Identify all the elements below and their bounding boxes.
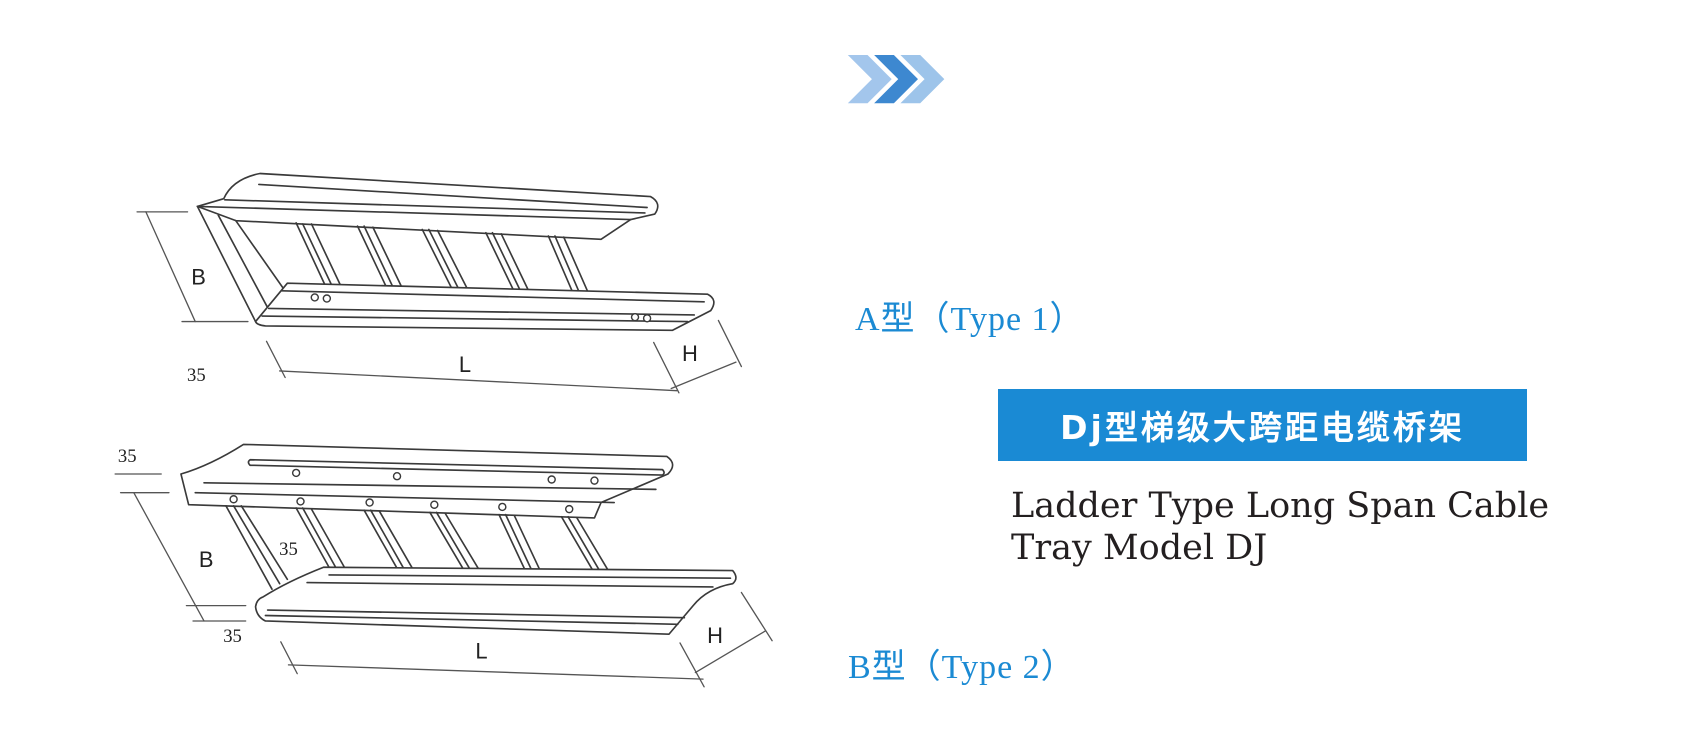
rung xyxy=(295,222,341,286)
rungs xyxy=(295,222,589,293)
dimension-l-label: L xyxy=(475,638,487,663)
front-rail xyxy=(254,566,737,635)
dimension-line xyxy=(265,340,286,379)
dimension-line xyxy=(717,319,743,368)
chevron-icon xyxy=(874,55,918,104)
back-rail-edge xyxy=(194,491,616,504)
dimension-offset-rung-label: 35 xyxy=(279,539,298,560)
bolt-hole xyxy=(392,471,402,481)
dimension-offset-bottom-label: 35 xyxy=(223,626,242,647)
type-2-label: B型（Type 2） xyxy=(848,649,1076,686)
rung xyxy=(356,225,403,288)
dimension-line xyxy=(694,630,767,674)
bolt-hole xyxy=(630,312,640,322)
bolt-hole xyxy=(498,502,507,512)
back-rail-outline xyxy=(180,443,674,519)
chevron-icon xyxy=(847,55,892,104)
dimension-lines xyxy=(114,473,773,688)
end-bar-edge xyxy=(217,214,271,313)
dimension-h-label: H xyxy=(707,623,723,648)
dimension-line xyxy=(653,341,680,394)
end-bar xyxy=(225,504,289,590)
dimension-line xyxy=(287,664,704,680)
bolt-hole xyxy=(310,293,319,302)
product-title-en-line: Tray Model DJ xyxy=(1011,528,1268,568)
end-bar-edge xyxy=(225,504,273,590)
dimension-line xyxy=(280,641,298,675)
end-bar-edge xyxy=(240,504,289,581)
bolt-hole xyxy=(365,498,374,507)
product-title-en: Ladder Type Long Span Cable Tray Model D… xyxy=(1011,485,1549,569)
back-rail-edge xyxy=(196,205,632,221)
rung xyxy=(429,511,480,570)
rung xyxy=(498,513,541,571)
bolt-hole xyxy=(547,475,556,484)
front-rail-outline xyxy=(254,282,715,332)
dimension-line xyxy=(679,642,705,688)
bolt-hole xyxy=(590,476,599,485)
end-bar xyxy=(196,205,289,323)
front-rail-edge xyxy=(306,581,714,588)
front-rail-edge xyxy=(328,574,732,580)
product-title-cn: Dj型梯级大跨距电缆桥架 xyxy=(1060,408,1465,447)
dimension-offset-top-label: 35 xyxy=(118,446,137,467)
bolt-hole xyxy=(642,314,652,323)
back-rail xyxy=(196,172,659,241)
product-title-banner: Dj型梯级大跨距电缆桥架 xyxy=(998,389,1527,461)
end-bar-edge xyxy=(196,205,257,323)
dimension-line xyxy=(133,492,205,622)
back-rail-edge xyxy=(203,481,657,491)
end-bar-edge xyxy=(232,504,281,585)
rung xyxy=(485,231,530,292)
dimension-b-label: B xyxy=(199,547,214,572)
bolt-hole xyxy=(291,468,301,478)
back-rail-edge xyxy=(258,183,648,209)
front-rail-edge xyxy=(281,290,705,303)
chevron-icon xyxy=(900,55,945,104)
rung xyxy=(295,507,346,569)
rung xyxy=(421,228,469,290)
dimension-line xyxy=(740,591,773,642)
bolt-hole xyxy=(430,500,439,509)
back-rail-edge xyxy=(224,199,646,214)
bolt-hole xyxy=(565,504,574,514)
triple-chevron-right-icon xyxy=(847,55,945,104)
back-rail-slot xyxy=(247,458,665,476)
bolt-hole xyxy=(229,495,238,504)
front-rail-edge xyxy=(261,315,689,323)
rungs xyxy=(295,507,609,571)
dimension-line xyxy=(145,211,196,323)
dimension-line xyxy=(279,370,678,392)
type-1-tray-drawing: B L H 35 xyxy=(136,172,743,394)
rung xyxy=(560,515,609,571)
bolt-hole xyxy=(296,497,305,506)
rung xyxy=(547,235,589,293)
end-bar-edge xyxy=(234,219,289,295)
dimension-b-label: B xyxy=(191,264,206,289)
product-title-en-line: Ladder Type Long Span Cable xyxy=(1011,486,1550,526)
dimension-offset-label: 35 xyxy=(187,365,206,386)
front-rail-edge xyxy=(267,307,696,316)
dimension-l-label: L xyxy=(459,352,471,377)
rung xyxy=(363,509,414,570)
dimension-h-label: H xyxy=(682,341,698,366)
front-rail-edge xyxy=(264,614,679,626)
back-rail xyxy=(180,443,674,519)
bolt-hole xyxy=(322,294,332,303)
front-rail-edge xyxy=(266,609,686,619)
dimension-line xyxy=(670,361,737,390)
type-1-label: A型（Type 1） xyxy=(855,301,1085,338)
front-rail xyxy=(254,282,715,332)
dimension-lines xyxy=(136,211,743,394)
type-2-tray-drawing: 35 B 35 35 L H xyxy=(114,443,773,688)
